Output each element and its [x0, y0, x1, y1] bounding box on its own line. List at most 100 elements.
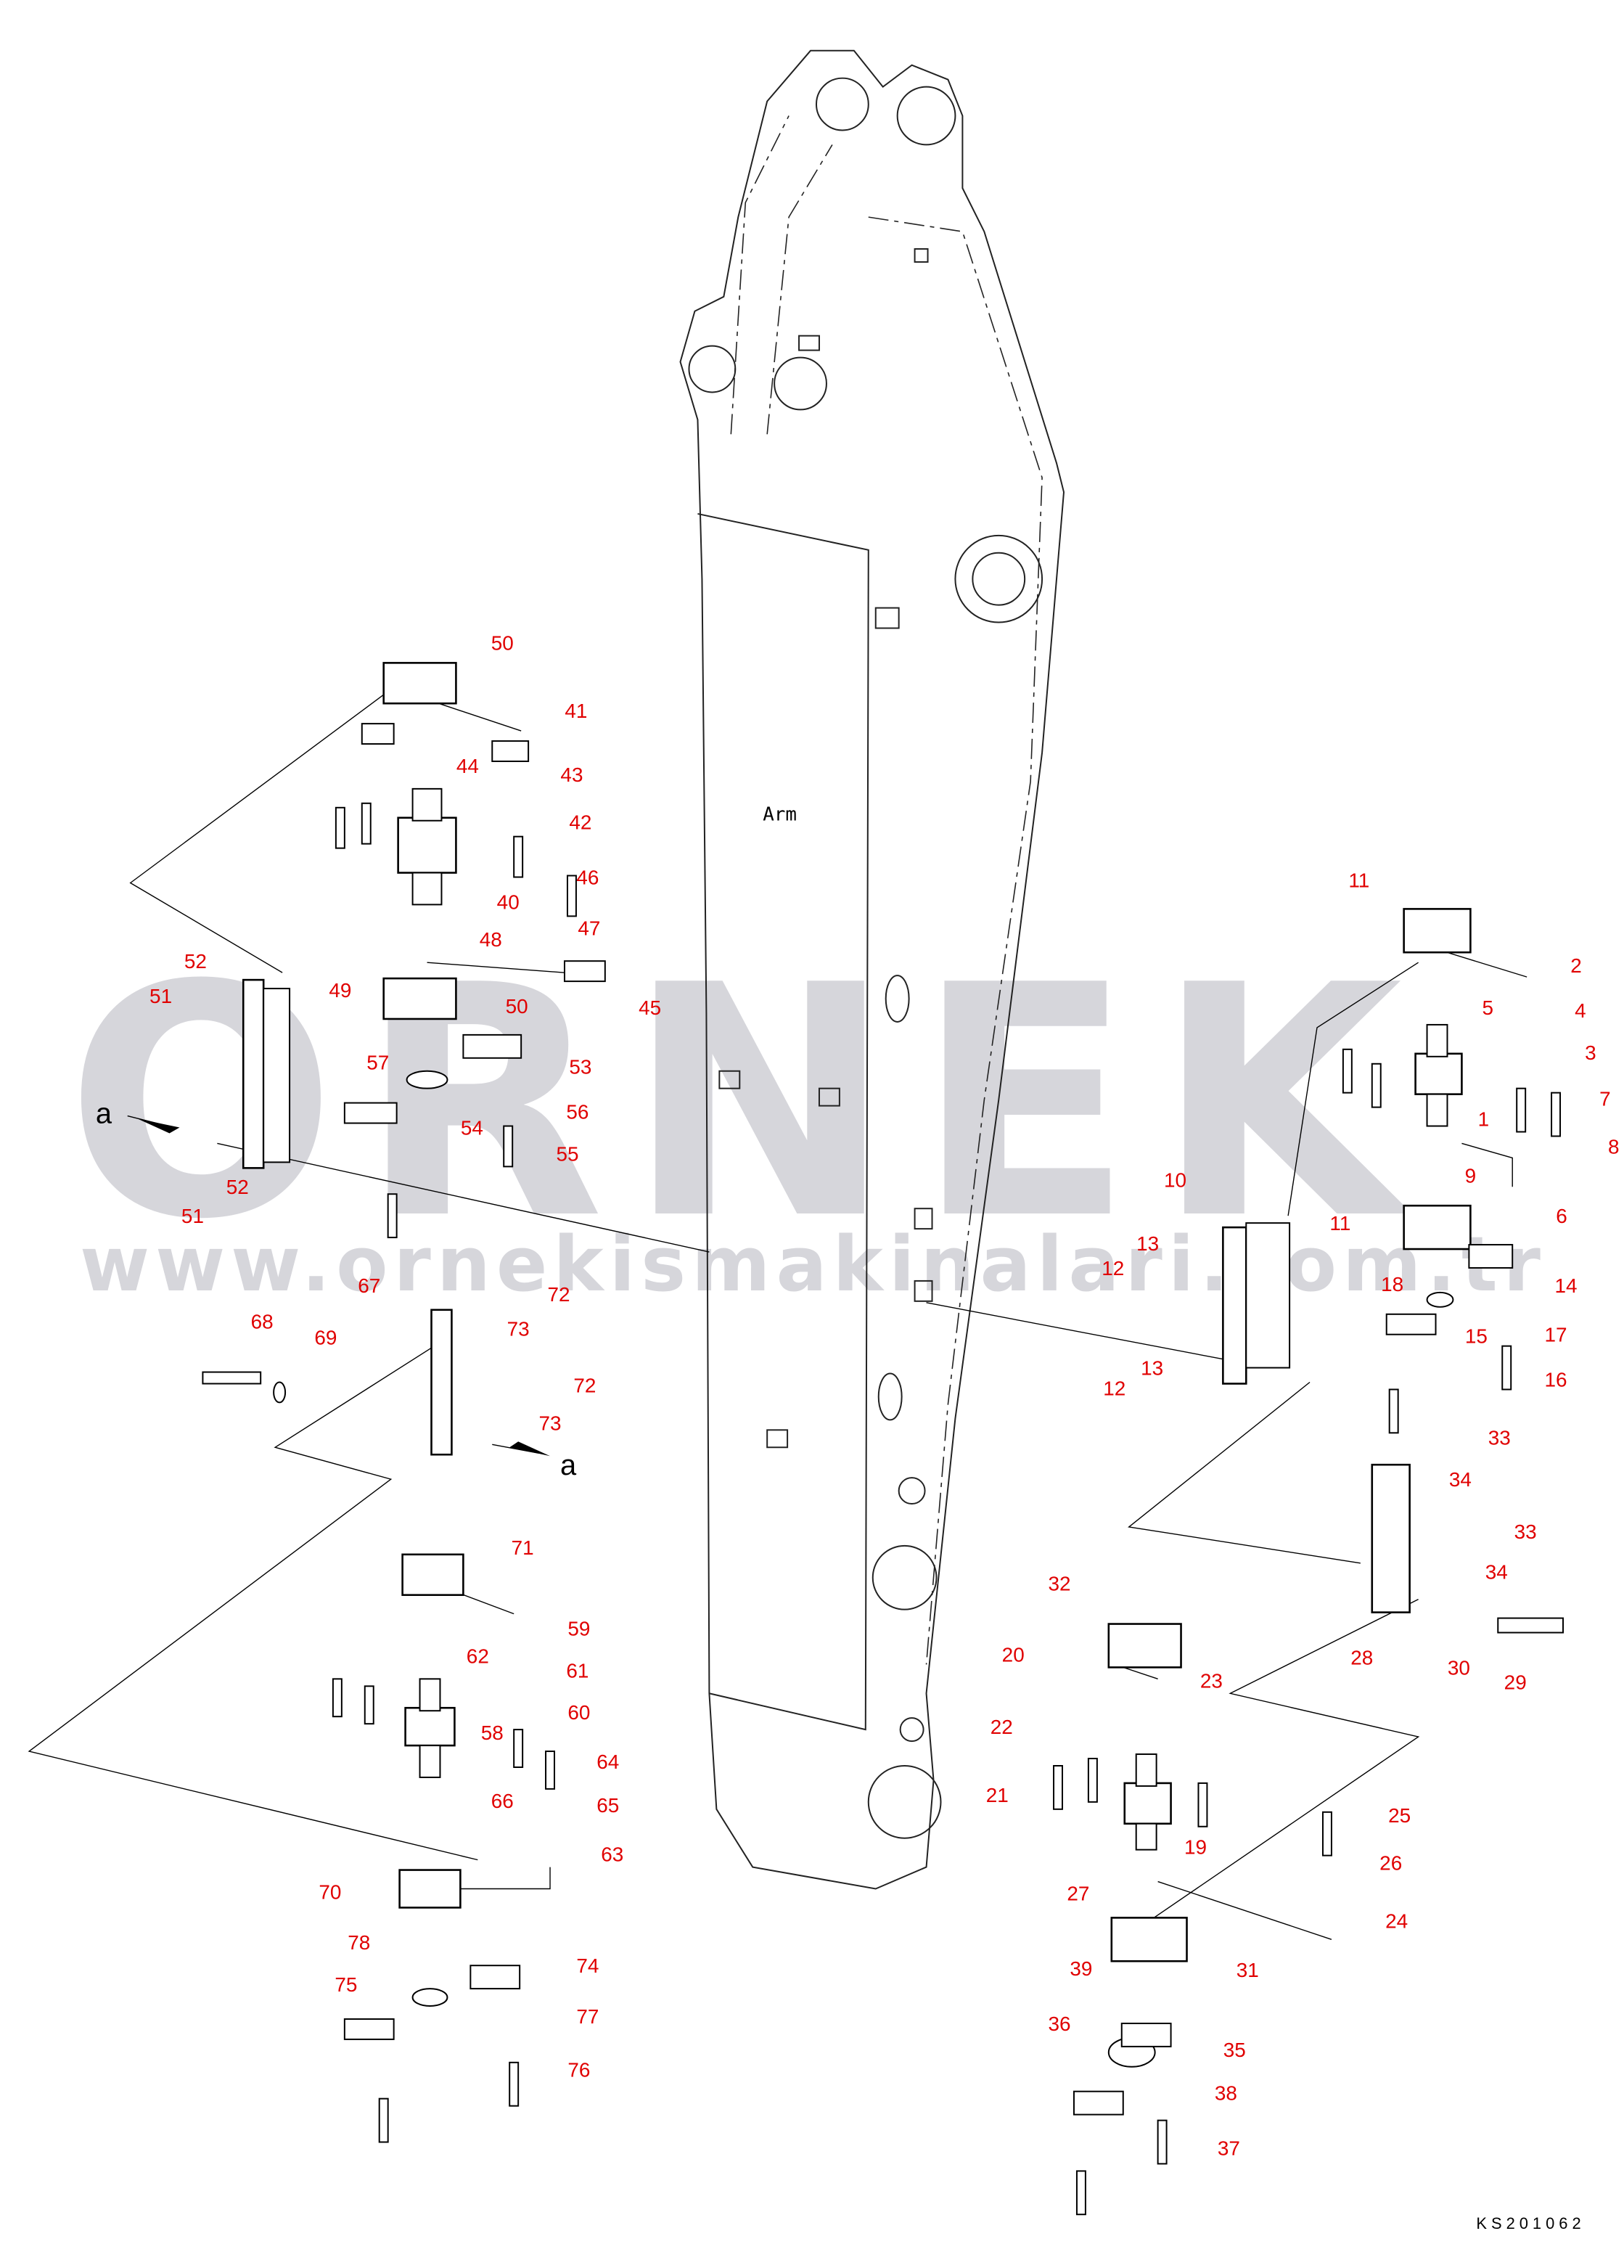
plate-28: [1371, 1463, 1411, 1613]
callout-73: 73: [539, 1412, 562, 1434]
callout-5: 5: [1482, 996, 1494, 1019]
callout-19: 19: [1184, 1836, 1207, 1859]
arrow-a-end-icon: [509, 1441, 551, 1457]
callout-51: 51: [149, 985, 172, 1007]
callout-11: 11: [1329, 1212, 1350, 1235]
parts: [127, 662, 1564, 2216]
callout-75: 75: [335, 1973, 357, 1996]
callout-47: 47: [578, 917, 600, 939]
callout-6: 6: [1556, 1205, 1567, 1227]
block-50: [382, 662, 457, 705]
callout-57: 57: [366, 1052, 389, 1074]
callout-74: 74: [576, 1954, 599, 1977]
callout-4: 4: [1575, 999, 1586, 1022]
arm-outline: [679, 49, 1065, 1890]
callout-24: 24: [1385, 1909, 1408, 1932]
callout-21: 21: [986, 1784, 1009, 1806]
callout-41: 41: [565, 700, 587, 722]
block-50b: [382, 977, 457, 1020]
callout-8: 8: [1608, 1135, 1620, 1158]
callout-64: 64: [596, 1751, 619, 1773]
callout-58: 58: [481, 1722, 504, 1744]
callout-38: 38: [1215, 2082, 1237, 2105]
callout-22: 22: [991, 1716, 1013, 1738]
callout-46: 46: [576, 866, 599, 888]
callout-25: 25: [1388, 1804, 1411, 1827]
callout-72: 72: [573, 1374, 596, 1396]
pin-40: [397, 816, 457, 874]
callout-50: 50: [491, 631, 514, 654]
callout-68: 68: [251, 1311, 274, 1333]
callout-17: 17: [1545, 1324, 1567, 1346]
callout-34: 34: [1449, 1468, 1472, 1491]
callout-10: 10: [1164, 1168, 1186, 1191]
callout-77: 77: [576, 2005, 599, 2028]
callout-66: 66: [491, 1790, 514, 1812]
callout-54: 54: [461, 1116, 483, 1139]
block-31: [1110, 1917, 1188, 1962]
block-71: [401, 1553, 464, 1596]
callout-20: 20: [1002, 1643, 1025, 1666]
plate-10: [1222, 1226, 1247, 1385]
callout-29: 29: [1504, 1671, 1527, 1693]
callout-48: 48: [480, 928, 502, 951]
arrow-a-start-icon: [137, 1118, 180, 1134]
callout-40: 40: [497, 891, 520, 913]
callout-11: 11: [1348, 869, 1369, 891]
callout-34: 34: [1485, 1561, 1508, 1584]
plate-49: [242, 978, 265, 1169]
callout-23: 23: [1200, 1669, 1223, 1692]
callout-13: 13: [1141, 1357, 1163, 1380]
callout-69: 69: [314, 1327, 337, 1349]
callout-27: 27: [1067, 1882, 1089, 1904]
callout-76: 76: [567, 2059, 590, 2081]
callout-12: 12: [1103, 1377, 1125, 1399]
callout-39: 39: [1070, 1957, 1092, 1980]
callout-62: 62: [467, 1645, 489, 1667]
callout-12: 12: [1102, 1257, 1124, 1280]
callout-26: 26: [1379, 1852, 1402, 1875]
pin-19: [1123, 1782, 1172, 1825]
callout-32: 32: [1048, 1573, 1070, 1595]
callout-9: 9: [1465, 1164, 1477, 1187]
callout-15: 15: [1465, 1325, 1488, 1348]
callout-72: 72: [547, 1283, 570, 1306]
block-11: [1403, 908, 1472, 954]
pin-58: [404, 1706, 456, 1747]
callout-28: 28: [1350, 1646, 1373, 1669]
callout-7: 7: [1599, 1088, 1611, 1110]
arm-label: Arm: [763, 804, 797, 826]
callout-43: 43: [560, 763, 583, 786]
view-marker-end: a: [560, 1449, 577, 1481]
callout-13: 13: [1136, 1232, 1159, 1255]
callout-2: 2: [1570, 954, 1582, 977]
callout-42: 42: [569, 811, 591, 834]
callout-67: 67: [358, 1274, 380, 1297]
callout-49: 49: [329, 979, 351, 1002]
callout-53: 53: [569, 1056, 591, 1078]
view-marker-start: a: [96, 1098, 112, 1130]
callout-44: 44: [456, 755, 479, 777]
callout-55: 55: [556, 1142, 578, 1165]
callout-33: 33: [1488, 1426, 1511, 1449]
callout-30: 30: [1448, 1656, 1470, 1679]
block-70: [398, 1869, 462, 1909]
callout-37: 37: [1218, 2137, 1240, 2159]
callout-1: 1: [1478, 1108, 1490, 1131]
callout-56: 56: [566, 1101, 589, 1123]
callout-52: 52: [226, 1176, 249, 1198]
callout-65: 65: [596, 1794, 619, 1817]
leader-lines: [28, 694, 1527, 1940]
pin-1: [1414, 1052, 1463, 1095]
callout-51: 51: [181, 1205, 204, 1227]
callout-73: 73: [507, 1318, 530, 1340]
callout-3: 3: [1585, 1041, 1596, 1064]
callout-45: 45: [639, 996, 661, 1019]
callout-70: 70: [319, 1880, 341, 1903]
callout-52: 52: [184, 950, 207, 973]
callout-60: 60: [567, 1701, 590, 1724]
callout-78: 78: [348, 1931, 370, 1954]
callout-71: 71: [512, 1536, 534, 1559]
callout-14: 14: [1554, 1274, 1577, 1297]
